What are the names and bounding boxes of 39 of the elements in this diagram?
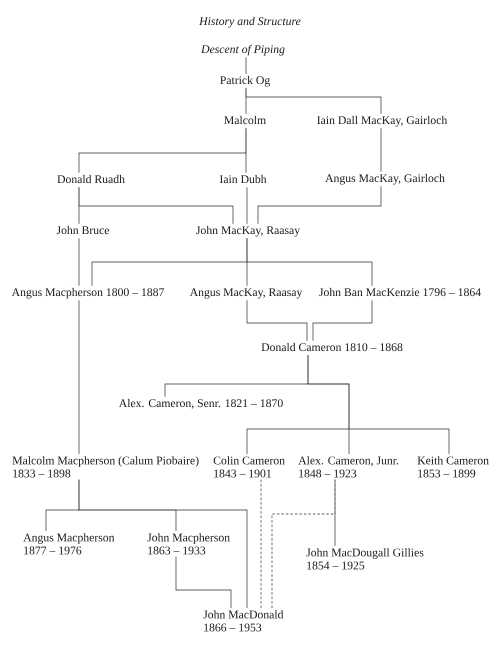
person-name: Patrick Og bbox=[220, 76, 270, 87]
person-name: Angus MacKay, Gairloch bbox=[325, 174, 445, 185]
lineage-line bbox=[380, 128, 382, 172]
person-name: Angus Macpherson 1800 – 1887 bbox=[12, 288, 164, 299]
lineage-line bbox=[78, 238, 80, 286]
lineage-line bbox=[78, 186, 234, 224]
page-title: History and Structure bbox=[199, 16, 301, 28]
person-name: Iain Dall MacKay, Gairloch bbox=[317, 116, 448, 127]
person-name: Keith Cameron 1853 – 1899 bbox=[418, 456, 489, 478]
person-name: Donald Cameron 1810 – 1868 bbox=[262, 342, 402, 352]
person-name: Iain Dubh bbox=[220, 174, 266, 184]
lineage-line bbox=[78, 479, 248, 608]
person-name: Colin Cameron 1843 – 1901 bbox=[214, 456, 285, 478]
person-name: John Bruce bbox=[56, 226, 110, 234]
person-name: John MacKay, Raasay bbox=[196, 226, 300, 237]
lineage-line bbox=[246, 300, 308, 342]
lineage-line bbox=[246, 88, 382, 114]
lineage-line bbox=[258, 186, 382, 224]
dashed-lineage-line bbox=[260, 479, 262, 608]
person-name: John Ban MacKenzie 1796 – 1864 bbox=[319, 288, 481, 296]
person-name: Angus Macpherson 1877 – 1976 bbox=[23, 533, 114, 554]
chart-heading: Descent of Piping bbox=[200, 44, 285, 56]
lineage-line bbox=[308, 354, 450, 454]
person-name: Alex. Cameron, Junr. 1848 – 1923 bbox=[298, 456, 398, 478]
person-name: Malcolm Macpherson (Calum Piobaire) 1833 – 1898 bbox=[12, 456, 199, 478]
person-name: Malcolm bbox=[224, 116, 266, 124]
lineage-line bbox=[334, 479, 336, 546]
lineage-line bbox=[312, 300, 372, 342]
dashed-lineage-line bbox=[272, 479, 336, 608]
lineage-line bbox=[176, 556, 232, 608]
person-name: Donald Ruadh bbox=[57, 174, 125, 184]
person-name: John MacDonald 1866 – 1953 bbox=[203, 610, 284, 632]
lineage-line bbox=[246, 186, 248, 224]
person-name: John MacDougall Gillies 1854 – 1925 bbox=[306, 548, 424, 570]
person-name: Angus MacKay, Raasay bbox=[190, 288, 302, 299]
lineage-line bbox=[246, 238, 372, 286]
lineage-line bbox=[78, 300, 80, 454]
person-name: Alex. Cameron, Senr. 1821 – 1870 bbox=[118, 398, 283, 409]
person-name: John Macpherson 1863 – 1933 bbox=[147, 533, 230, 554]
